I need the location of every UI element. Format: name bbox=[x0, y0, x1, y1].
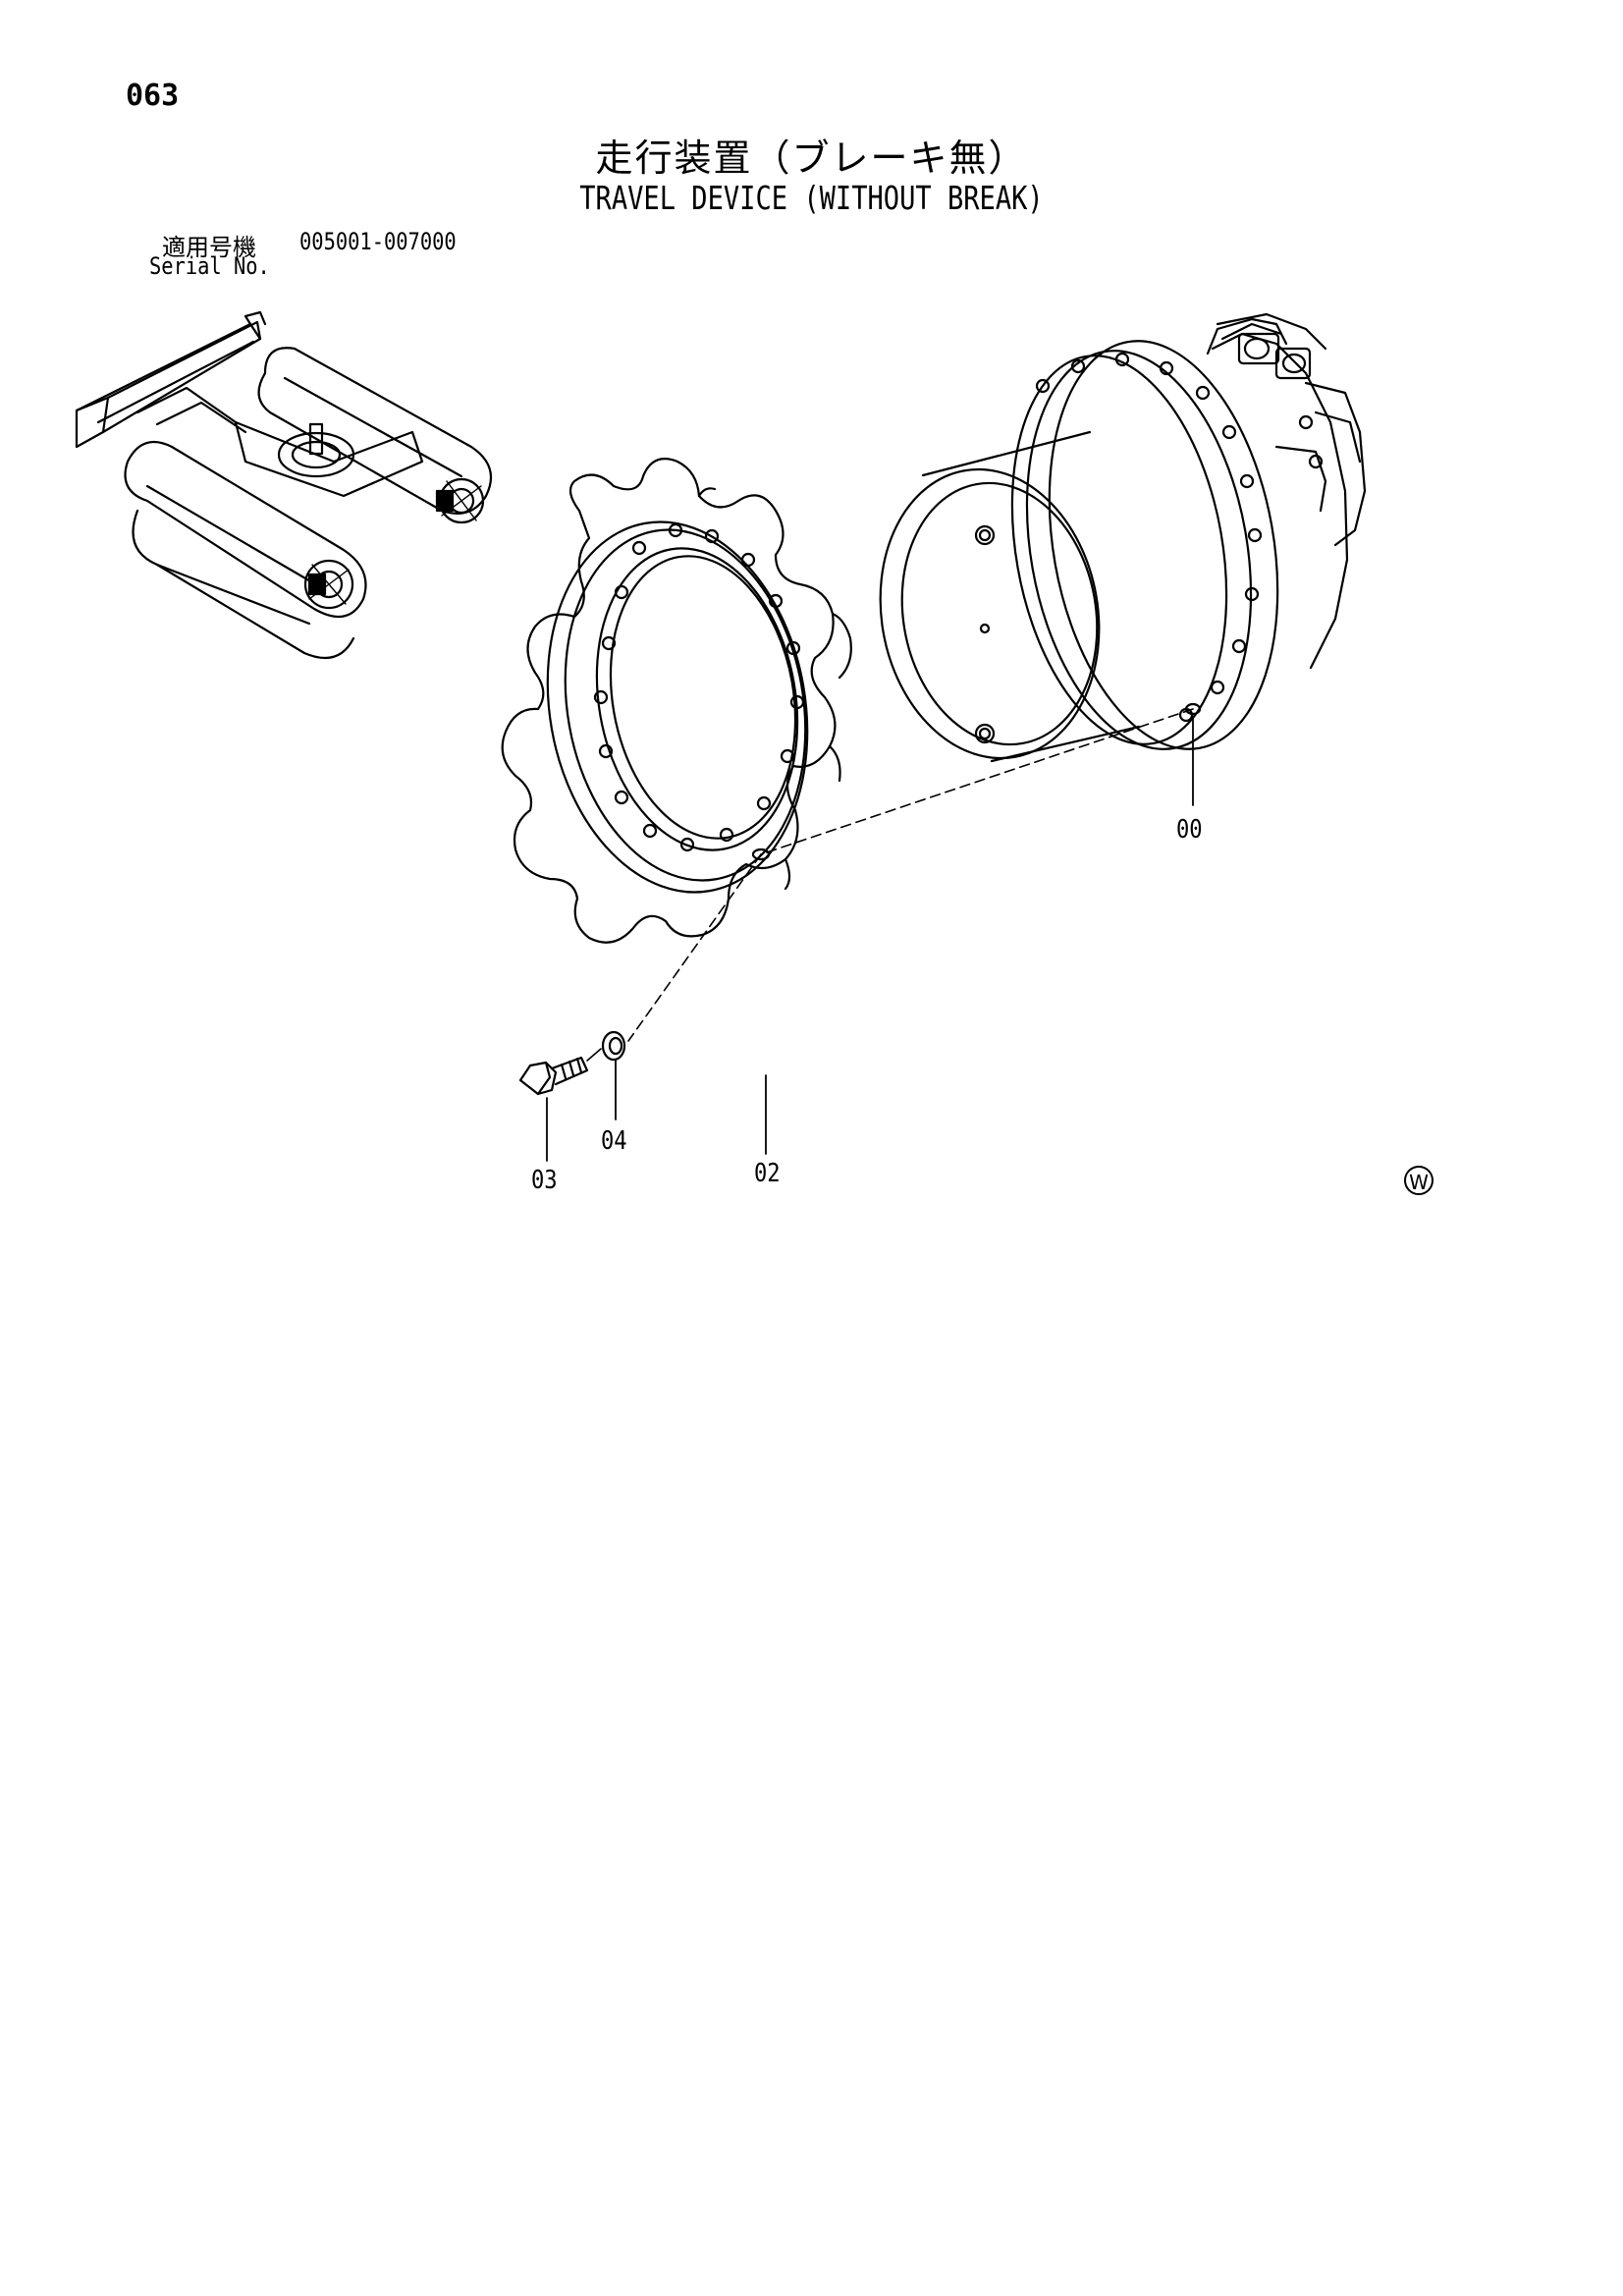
serial-range: 005001-007000 bbox=[299, 228, 457, 255]
title-japanese: 走行装置（ブレーキ無） bbox=[595, 137, 1028, 180]
sprocket-drawing bbox=[501, 458, 852, 944]
leader-lines bbox=[546, 716, 1194, 1162]
callout-02: 02 bbox=[754, 1159, 781, 1188]
page-number: 063 bbox=[126, 79, 180, 113]
serial-label-japanese: 適用号機 bbox=[162, 234, 256, 261]
callout-03: 03 bbox=[531, 1166, 558, 1195]
w-mark-icon: W bbox=[1404, 1166, 1434, 1195]
assembly-lines bbox=[586, 708, 1194, 1062]
machine-thumbnail bbox=[75, 310, 493, 660]
bolt-drawing bbox=[518, 1056, 589, 1096]
washer-drawing bbox=[601, 1030, 626, 1062]
callout-04: 04 bbox=[601, 1126, 627, 1156]
travel-motor-drawing bbox=[879, 312, 1367, 763]
serial-label-english: Serial No. bbox=[149, 252, 270, 280]
title-english: TRAVEL DEVICE (WITHOUT BREAK) bbox=[579, 179, 1044, 217]
callout-00: 00 bbox=[1176, 815, 1203, 845]
